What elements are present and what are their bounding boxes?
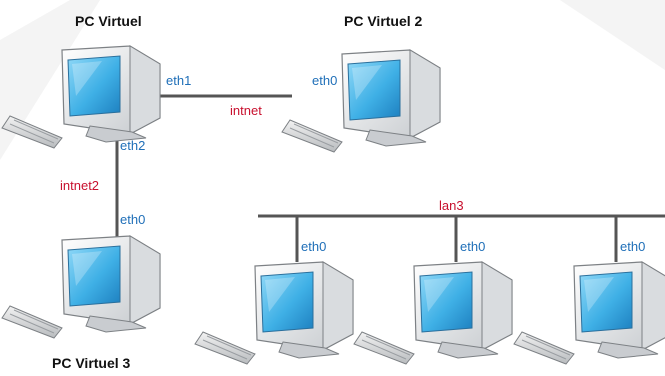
computer-icon — [513, 261, 665, 365]
watermark-shape — [560, 0, 665, 70]
pc3-title: PC Virtuel 3 — [52, 355, 131, 371]
interface-label: eth1 — [166, 73, 191, 88]
interface-label: eth0 — [120, 212, 145, 227]
pc2-title: PC Virtuel 2 — [344, 13, 423, 29]
network-label: lan3 — [439, 198, 464, 213]
watermark-shape — [0, 0, 100, 160]
interface-label: eth0 — [460, 239, 485, 254]
pc1-title: PC Virtuel — [75, 13, 142, 29]
interface-label: eth0 — [620, 239, 645, 254]
interface-label: eth2 — [120, 138, 145, 153]
computer-icon — [353, 261, 513, 365]
interface-label: eth0 — [312, 73, 337, 88]
computer-icon — [1, 235, 161, 339]
interface-label: eth0 — [301, 239, 326, 254]
network-label: intnet — [230, 103, 262, 118]
computer-icon — [281, 49, 441, 153]
computer-icon — [194, 261, 354, 365]
network-label: intnet2 — [60, 178, 99, 193]
